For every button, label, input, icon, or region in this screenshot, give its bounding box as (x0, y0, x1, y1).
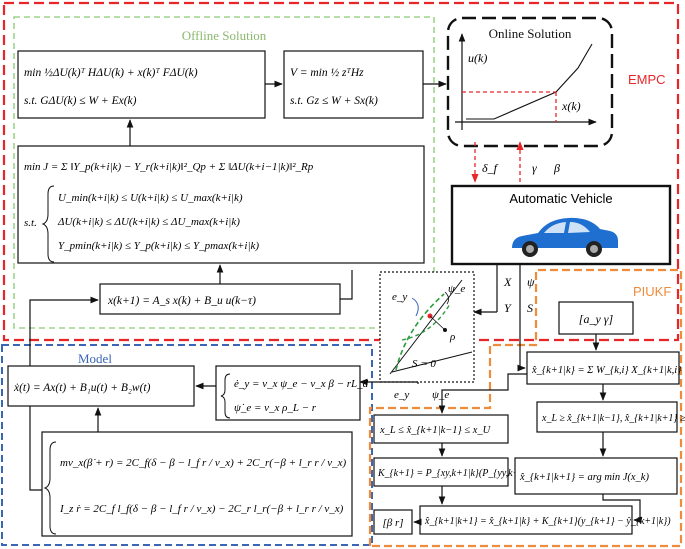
road-psie-label: ψ_e (448, 283, 465, 295)
vehicle-title: Automatic Vehicle (509, 191, 612, 206)
qp-problem-line-2: s.t. GΔU(k) ≤ W + Ex(k) (24, 95, 137, 107)
signal-X: X (503, 275, 512, 289)
model-title: Model (78, 351, 112, 366)
arrow-model-to-discrete (29, 296, 99, 366)
constraint-2: ΔU(k+i|k) ≤ ΔU(k+i|k) ≤ ΔU_max(k+i|k) (57, 216, 240, 228)
constraints-brace (41, 185, 55, 263)
out-ey-label: e_y (394, 389, 409, 401)
arrow-dynamics-loop (29, 406, 42, 491)
gain-eq: K_{k+1} = P_{xy,k+1|k}(P_{yy,k+1|k})⁻¹ (377, 468, 547, 479)
car-icon (512, 217, 618, 257)
state-space-box (7, 365, 195, 407)
signal-beta: β (553, 161, 560, 175)
cost-function: min J = Σ ‖Y_p(k+i|k) − Y_r(k+i|k)‖²_Qp … (24, 161, 314, 173)
error-model-box (215, 365, 361, 421)
piukf-input-box (558, 301, 634, 335)
state-space-eq: ẋ(t) = Ax(t) + B₁u(t) + B₂w(t) (13, 382, 151, 394)
signal-delta: δ_f (482, 161, 499, 175)
model-region (1, 344, 373, 546)
output-box (373, 509, 413, 535)
st-label: s.t. (24, 217, 37, 229)
qp-problem-line-1: min ½ΔU(k)ᵀ HΔU(k) + x(k)ᵀ FΔU(k) (24, 67, 198, 79)
signal-Y: Y (504, 301, 512, 315)
online-ylabel: u(k) (468, 51, 487, 65)
road-ey-label: e_y (392, 291, 407, 303)
offline-title: Offline Solution (182, 28, 267, 43)
online-xlabel: x(k) (561, 99, 581, 113)
bound-box (373, 414, 509, 444)
arrow-sigma-to-bound (438, 373, 527, 414)
signal-psi: ψ (527, 275, 535, 289)
dynamics-box (41, 431, 353, 537)
signal-gamma: γ (532, 161, 537, 175)
dynamics-eq-2: I_z ṙ = 2C_f l_f(δ − β − l_f r / v_x) − … (59, 503, 344, 515)
qp-problem-box (17, 50, 266, 119)
road-rho-label: ρ (449, 331, 455, 343)
error-brace (220, 373, 231, 419)
offline-region (13, 16, 435, 329)
piukf-label: PIUKF (633, 284, 671, 299)
piukf-region (368, 268, 683, 548)
gain-box (373, 457, 509, 487)
argmin-box (514, 457, 678, 495)
online-region (446, 16, 614, 148)
dynamics-brace (43, 441, 57, 535)
arrow-discrete-right (340, 270, 353, 300)
sigma-box (526, 351, 680, 385)
error-eq-2: ψ̇_e = v_x ρ_L − r (234, 402, 317, 414)
road-geometry (389, 279, 473, 375)
road-s0-label: S = 0 (412, 358, 436, 370)
signal-S: S (527, 301, 533, 315)
empc-label: EMPC (628, 72, 666, 87)
dynamics-eq-1: mv_x(β̇ + r) = 2C_f(δ − β − l_f r / v_x)… (60, 457, 346, 469)
update-eq: x̂_{k+1|k+1} = x̂_{k+1|k} + K_{k+1}(y_{k… (424, 516, 671, 527)
mpqp-problem-line-2: s.t. Gz ≤ W + Sx(k) (290, 95, 378, 107)
cost-constraints-box (17, 145, 425, 264)
arrow-argmin-to-update (602, 494, 642, 524)
piukf-output: [β r] (382, 517, 403, 529)
check-box (536, 401, 678, 433)
online-title: Online Solution (489, 26, 572, 41)
bound-eq: x_L ≤ x̂_{k+1|k−1} ≤ x_U (379, 425, 492, 436)
discrete-model: x(k+1) = A_s x(k) + B_u u(k−τ) (107, 295, 256, 307)
arrow-vehicle-into-sigma (517, 330, 526, 372)
constraint-3: Y_pmin(k+i|k) ≤ Y_p(k+i|k) ≤ Y_pmax(k+i|… (58, 240, 259, 252)
argmin-eq: x̂_{k+1|k+1} = arg min J(x_k) (519, 472, 649, 483)
mpqp-problem-box (283, 50, 424, 119)
constraint-1: U_min(k+i|k) ≤ U(k+i|k) ≤ U_max(k+i|k) (58, 192, 243, 204)
mpqp-problem-line-1: V = min ½ zᵀHz (290, 67, 364, 79)
error-eq-1: ė_y = v_x ψ_e − v_x β − rL_d (234, 378, 369, 390)
check-eq: x_L ≥ x̂_{k+1|k−1}, x̂_{k+1|k+1} ≥ x_U (541, 413, 685, 424)
sigma-eq: x̂_{k+1|k} = Σ W_{k,i} X_{k+1|k,i} (531, 365, 682, 376)
empc-region (2, 1, 680, 342)
out-psie-label: ψ_e (432, 389, 449, 401)
piukf-input: [a_y γ] (579, 312, 614, 326)
